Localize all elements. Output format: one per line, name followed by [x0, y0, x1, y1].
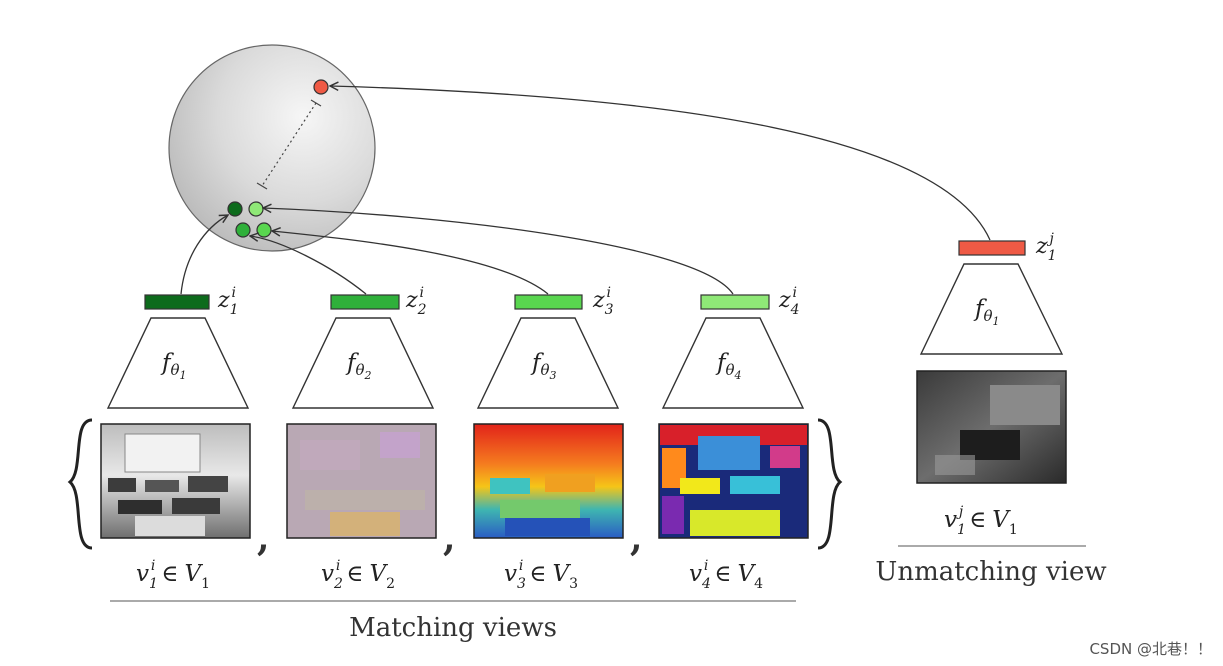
encoder-trapezoid-4: [661, 317, 805, 409]
view-label-3: v3i∈V3: [504, 558, 578, 592]
matching-view-2: z2i fθ2 v2i∈V2: [286, 285, 437, 592]
arrow-z3i: [272, 231, 549, 295]
view-label-1: v1i∈V1: [136, 558, 210, 592]
z4i-point: [248, 201, 264, 217]
matching-views-caption: Matching views: [349, 613, 557, 643]
comma-3: ,: [630, 517, 643, 559]
encoder-trapezoid-1: [106, 317, 250, 409]
encoder-label-4: fθ4: [715, 350, 742, 382]
arrow-z1i: [180, 215, 228, 295]
depth-map-image: [473, 423, 624, 539]
z3i-point: [256, 222, 272, 238]
distance-dotted-line: [261, 102, 317, 187]
arrow-z1j: [330, 86, 991, 241]
encoder-label-unmatching: fθ1: [973, 296, 1000, 328]
embedding-bar-z4i: [700, 294, 770, 310]
encoder-label-1: fθ1: [160, 350, 187, 382]
encoder-trapezoid-unmatching: [919, 263, 1064, 355]
comma-1: ,: [257, 517, 270, 559]
arrow-z2i: [250, 236, 367, 295]
comma-2: ,: [443, 517, 456, 559]
z-label-1: z1i: [217, 285, 239, 318]
matching-view-1: z1i fθ1 v1i∈V1: [100, 285, 251, 592]
encoder-trapezoid-2: [291, 317, 435, 409]
encoder-label-2: fθ2: [345, 350, 372, 382]
z-label-4: z4i: [778, 285, 800, 318]
projection-arrows: [180, 86, 991, 295]
view-label-4: v4i∈V4: [689, 558, 763, 592]
z-label-unmatching: z1j: [1035, 231, 1057, 264]
z-label-3: z3i: [592, 285, 614, 318]
embedding-bar-z3i: [514, 294, 583, 310]
classroom-grayscale-image: [100, 423, 251, 539]
living-room-grayscale-image: [916, 370, 1067, 484]
arrow-z4i: [263, 208, 734, 295]
view-label-2: v2i∈V2: [321, 558, 395, 592]
right-brace: [817, 418, 843, 550]
view-label-unmatching: v1j∈V1: [944, 504, 1018, 538]
matching-view-3: z3i fθ3 v3i∈V3: [473, 285, 624, 592]
z2i-point: [235, 222, 251, 238]
embedding-bar-z2i: [330, 294, 400, 310]
z1i-point: [227, 201, 243, 217]
unmatching-view: z1j fθ1 v1j∈V1: [916, 231, 1067, 538]
encoder-label-3: fθ3: [530, 350, 557, 382]
matching-view-4: z4i fθ4 v4i∈V4: [658, 285, 809, 592]
surface-normals-image: [286, 423, 437, 539]
embedding-sphere: [168, 44, 376, 252]
distance-tick-top: [310, 99, 322, 107]
sphere-body: [168, 44, 376, 252]
z-label-2: z2i: [405, 285, 427, 318]
unmatching-view-caption: Unmatching view: [875, 557, 1106, 587]
encoder-trapezoid-3: [476, 317, 620, 409]
embedding-bar-z1i: [144, 294, 210, 310]
semantic-segmentation-image: [658, 423, 809, 539]
z1j-point: [313, 79, 329, 95]
embedding-bar-z1j: [958, 240, 1026, 256]
left-brace: [67, 418, 93, 550]
distance-tick-bottom: [256, 182, 268, 190]
watermark: CSDN @北巷！！: [1089, 640, 1212, 658]
